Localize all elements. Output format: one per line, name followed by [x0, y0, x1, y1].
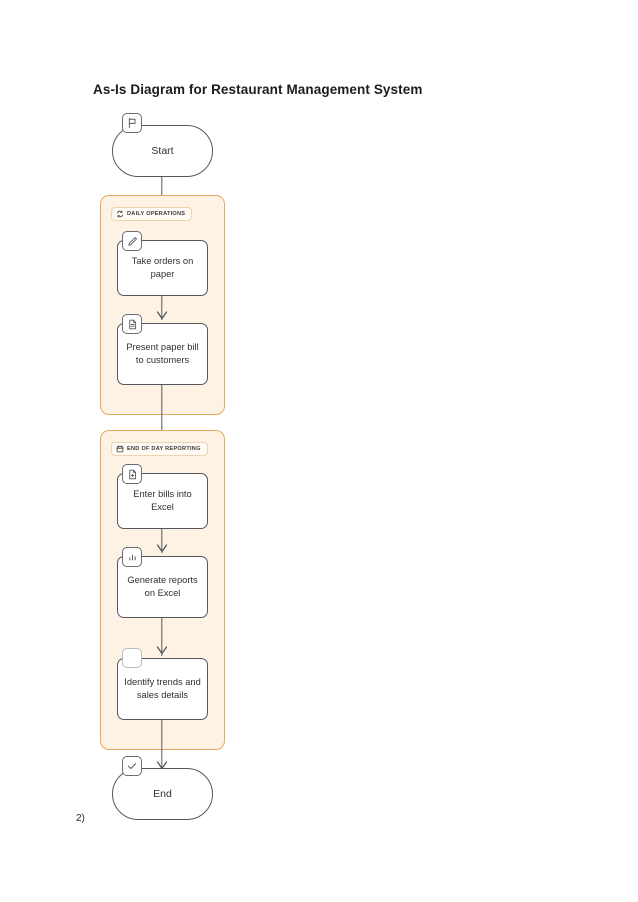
pencil-edit-icon	[122, 231, 142, 251]
check-icon	[122, 756, 142, 776]
connector-node3-to-node4	[161, 529, 163, 553]
flow-node-start[interactable]: Start	[112, 125, 213, 177]
start-label: Start	[151, 145, 174, 157]
flow-node-identify-trends[interactable]: Identify trends and sales details	[117, 658, 208, 720]
blank-icon	[122, 648, 142, 668]
group-header-label: DAILY OPERATIONS	[127, 211, 186, 217]
node-label: Identify trends and sales details	[124, 677, 201, 700]
connector-group1-to-group2	[161, 385, 163, 470]
node-label: Take orders on paper	[131, 256, 194, 279]
arrowhead-into-node4	[156, 544, 168, 553]
arrowhead-into-node5	[156, 646, 168, 655]
page-title: As-Is Diagram for Restaurant Management …	[93, 82, 423, 97]
file-add-icon	[122, 464, 142, 484]
document-icon	[122, 314, 142, 334]
connector-node4-to-node5	[161, 618, 163, 656]
bar-chart-icon	[122, 547, 142, 567]
connector-group2-to-end	[161, 720, 163, 770]
group-header-end-of-day-reporting: END OF DAY REPORTING	[111, 442, 208, 456]
end-label: End	[153, 788, 172, 800]
node-label: Generate reports on Excel	[127, 575, 198, 598]
flag-icon	[122, 113, 142, 133]
connector-node1-to-node2	[161, 296, 163, 320]
node-label: Enter bills into Excel	[133, 489, 192, 512]
flow-node-end[interactable]: End	[112, 768, 213, 820]
node-label: Present paper bill to customers	[126, 342, 199, 365]
calendar-icon	[116, 445, 124, 453]
footer-note: 2)	[76, 813, 85, 824]
group-header-daily-operations: DAILY OPERATIONS	[111, 207, 193, 221]
refresh-cycle-icon	[117, 210, 123, 218]
group-header-label: END OF DAY REPORTING	[127, 446, 201, 452]
arrowhead-into-node2	[156, 311, 168, 320]
